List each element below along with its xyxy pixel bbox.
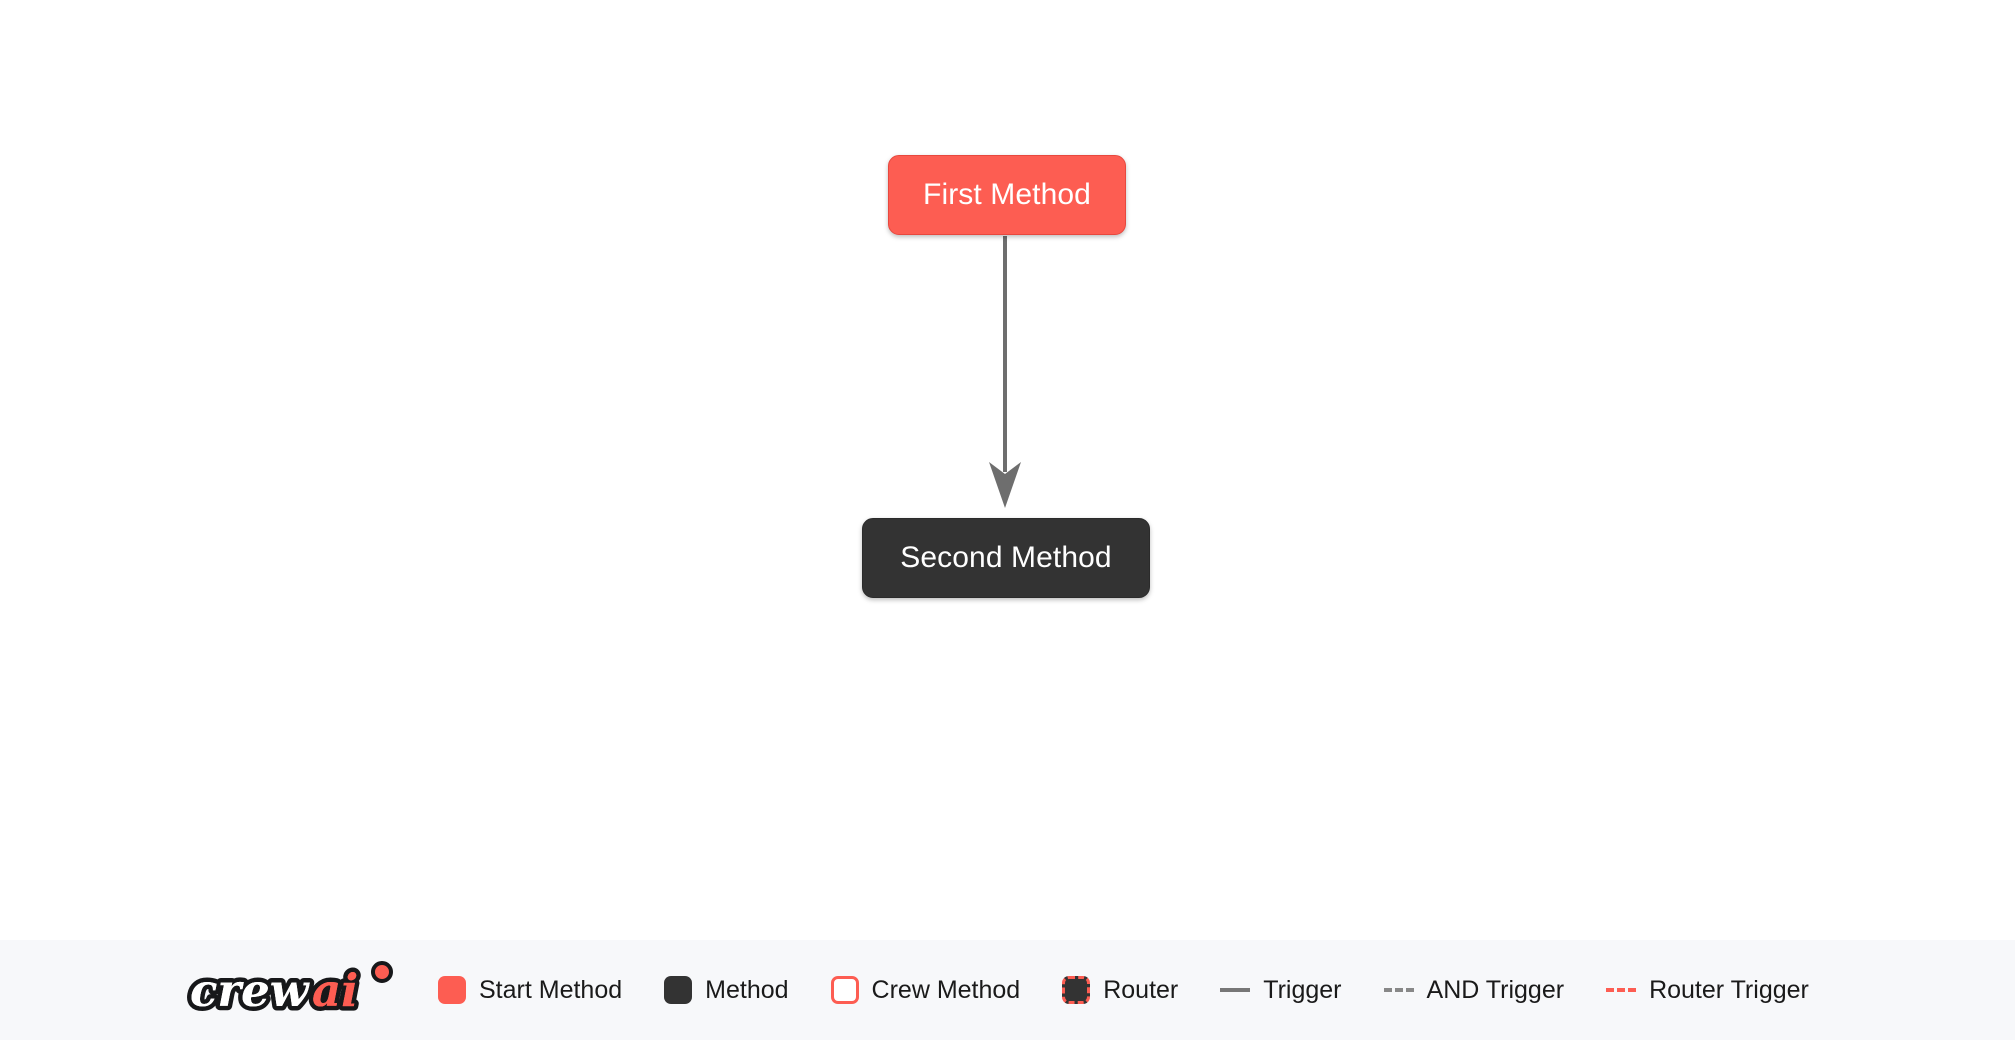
svg-text:ai: ai <box>312 964 358 1017</box>
svg-text:crew: crew <box>190 964 311 1017</box>
and-trigger-line-icon <box>1383 988 1414 992</box>
router-swatch-icon <box>1062 976 1091 1004</box>
legend-item-crew-method[interactable]: Crew Method <box>830 975 1021 1004</box>
flow-canvas[interactable]: First Method Second Method <box>0 0 2015 940</box>
legend-item-trigger[interactable]: Trigger <box>1220 975 1342 1004</box>
svg-text:ai: ai <box>312 964 358 1017</box>
legend-label-crew-method: Crew Method <box>871 975 1021 1004</box>
trigger-line-icon <box>1220 988 1251 992</box>
legend-item-router[interactable]: Router <box>1062 976 1178 1004</box>
legend-label-router-trigger: Router Trigger <box>1649 975 1809 1004</box>
edge-first-to-second <box>989 236 1021 508</box>
edge-layer <box>989 236 1021 508</box>
crew-method-swatch-icon <box>830 976 859 1004</box>
node-second-method-label: Second Method <box>900 541 1112 574</box>
method-swatch-icon <box>664 976 693 1004</box>
start-method-swatch-icon <box>438 976 466 1004</box>
legend-item-method[interactable]: Method <box>664 975 789 1004</box>
legend-label-and-trigger: AND Trigger <box>1426 975 1565 1004</box>
node-second-method[interactable]: Second Method <box>862 518 1150 598</box>
legend-label-method: Method <box>705 975 789 1004</box>
node-first-method[interactable]: First Method <box>888 155 1126 235</box>
arrowhead-icon <box>989 462 1021 508</box>
svg-text:crew: crew <box>190 964 311 1017</box>
legend-label-trigger: Trigger <box>1263 975 1342 1004</box>
legend-item-start-method[interactable]: Start Method <box>438 976 622 1004</box>
legend-item-router-trigger[interactable]: Router Trigger <box>1606 975 1809 1004</box>
legend-label-router: Router <box>1103 975 1179 1004</box>
node-first-method-label: First Method <box>923 178 1091 211</box>
router-trigger-line-icon <box>1606 988 1637 992</box>
legend-items: Start Method Method Crew Method Router T… <box>438 976 1851 1004</box>
crewai-logo: crew crew ai ai <box>186 960 393 1021</box>
legend-bar: crew crew ai ai Start Method Method Crew… <box>0 940 2015 1040</box>
legend-label-start-method: Start Method <box>479 975 623 1004</box>
legend-item-and-trigger[interactable]: AND Trigger <box>1383 975 1565 1004</box>
